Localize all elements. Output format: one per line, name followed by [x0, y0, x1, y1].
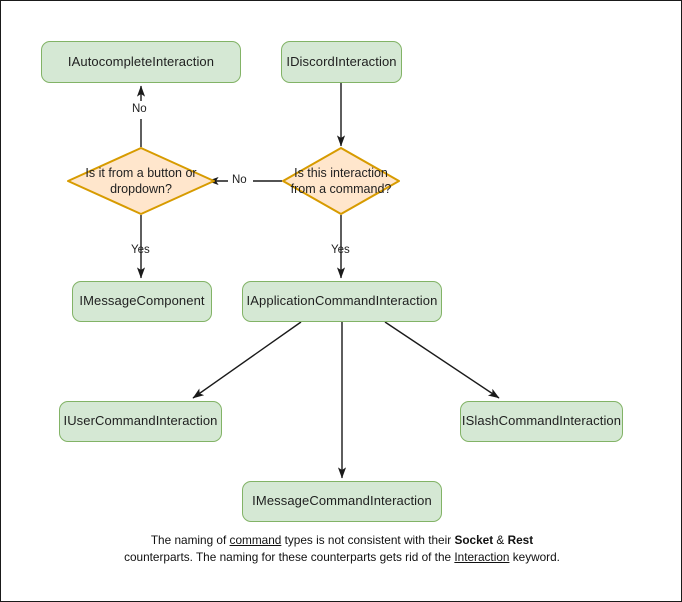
edge-app-command-to-user-command: [192, 321, 302, 399]
node-decision-from-command[interactable]: Is this interaction from a command?: [281, 146, 401, 216]
node-user-command-interaction[interactable]: IUserCommandInteraction: [59, 401, 222, 442]
edge-app-command-to-slash-command: [384, 321, 500, 399]
node-label: Is it from a button or dropdown?: [85, 165, 197, 196]
diamond-shape: [67, 147, 215, 215]
edge-label-yes-right: Yes: [331, 244, 350, 256]
node-label: IAutocompleteInteraction: [67, 53, 215, 69]
node-autocomplete-interaction[interactable]: IAutocompleteInteraction: [41, 41, 241, 83]
node-label: IDiscordInteraction: [286, 53, 397, 69]
caption-bold-rest: Rest: [507, 533, 534, 547]
node-message-component[interactable]: IMessageComponent: [72, 281, 212, 322]
caption-text-3: counterparts. The naming for these: [124, 549, 308, 564]
caption-text-2: types is not consistent with their: [281, 533, 452, 547]
caption-text-5: keyword.: [509, 549, 560, 564]
caption-bold-socket: Socket: [454, 533, 494, 547]
caption-amp: &: [493, 533, 508, 547]
node-label: IMessageComponent: [79, 293, 205, 309]
node-label: ISlashCommandInteraction: [461, 413, 622, 429]
caption-underline-command: command: [229, 533, 282, 547]
node-label: IApplicationCommandInteraction: [246, 293, 438, 309]
node-decision-button-or-dropdown[interactable]: Is it from a button or dropdown?: [66, 146, 216, 216]
edge-label-no-horizontal: No: [230, 174, 249, 187]
diamond-shape: [282, 147, 400, 215]
node-label: IMessageCommandInteraction: [252, 493, 432, 509]
node-discord-interaction[interactable]: IDiscordInteraction: [281, 41, 402, 83]
node-label: IUserCommandInteraction: [63, 413, 218, 429]
edge-label-yes-left: Yes: [131, 244, 150, 256]
edge-label-no-vertical: No: [130, 103, 149, 116]
caption-text-4: counterparts gets rid of the: [310, 549, 455, 564]
node-slash-command-interaction[interactable]: ISlashCommandInteraction: [460, 401, 623, 442]
node-application-command-interaction[interactable]: IApplicationCommandInteraction: [242, 281, 442, 322]
node-message-command-interaction[interactable]: IMessageCommandInteraction: [242, 481, 442, 522]
caption-underline-interaction: Interaction: [454, 549, 510, 564]
node-label: Is this interaction from a command?: [290, 165, 392, 196]
caption-text-1: The naming of: [150, 533, 230, 547]
diagram-caption: The naming of command types is not consi…: [121, 532, 563, 566]
